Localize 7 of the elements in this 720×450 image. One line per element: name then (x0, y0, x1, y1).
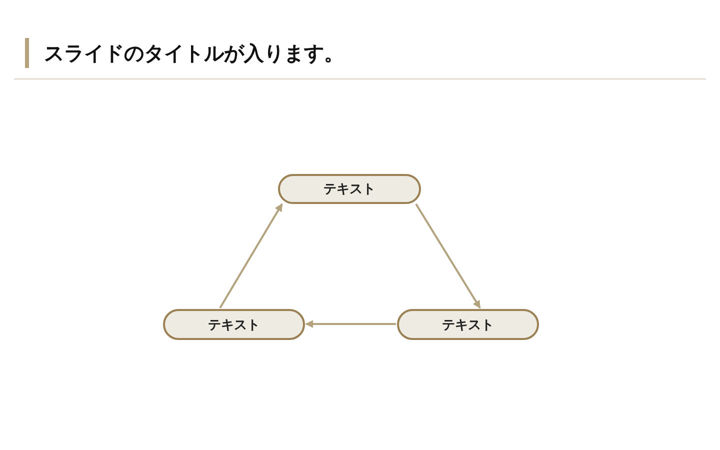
rounded-box: テキスト (163, 309, 305, 340)
rounded-box: テキスト (397, 309, 539, 340)
rounded-box: テキスト (278, 174, 421, 204)
arrow (219, 203, 283, 309)
slide-title: スライドのタイトルが入ります。 (44, 40, 344, 67)
arrow (305, 320, 396, 328)
arrow (415, 203, 481, 309)
